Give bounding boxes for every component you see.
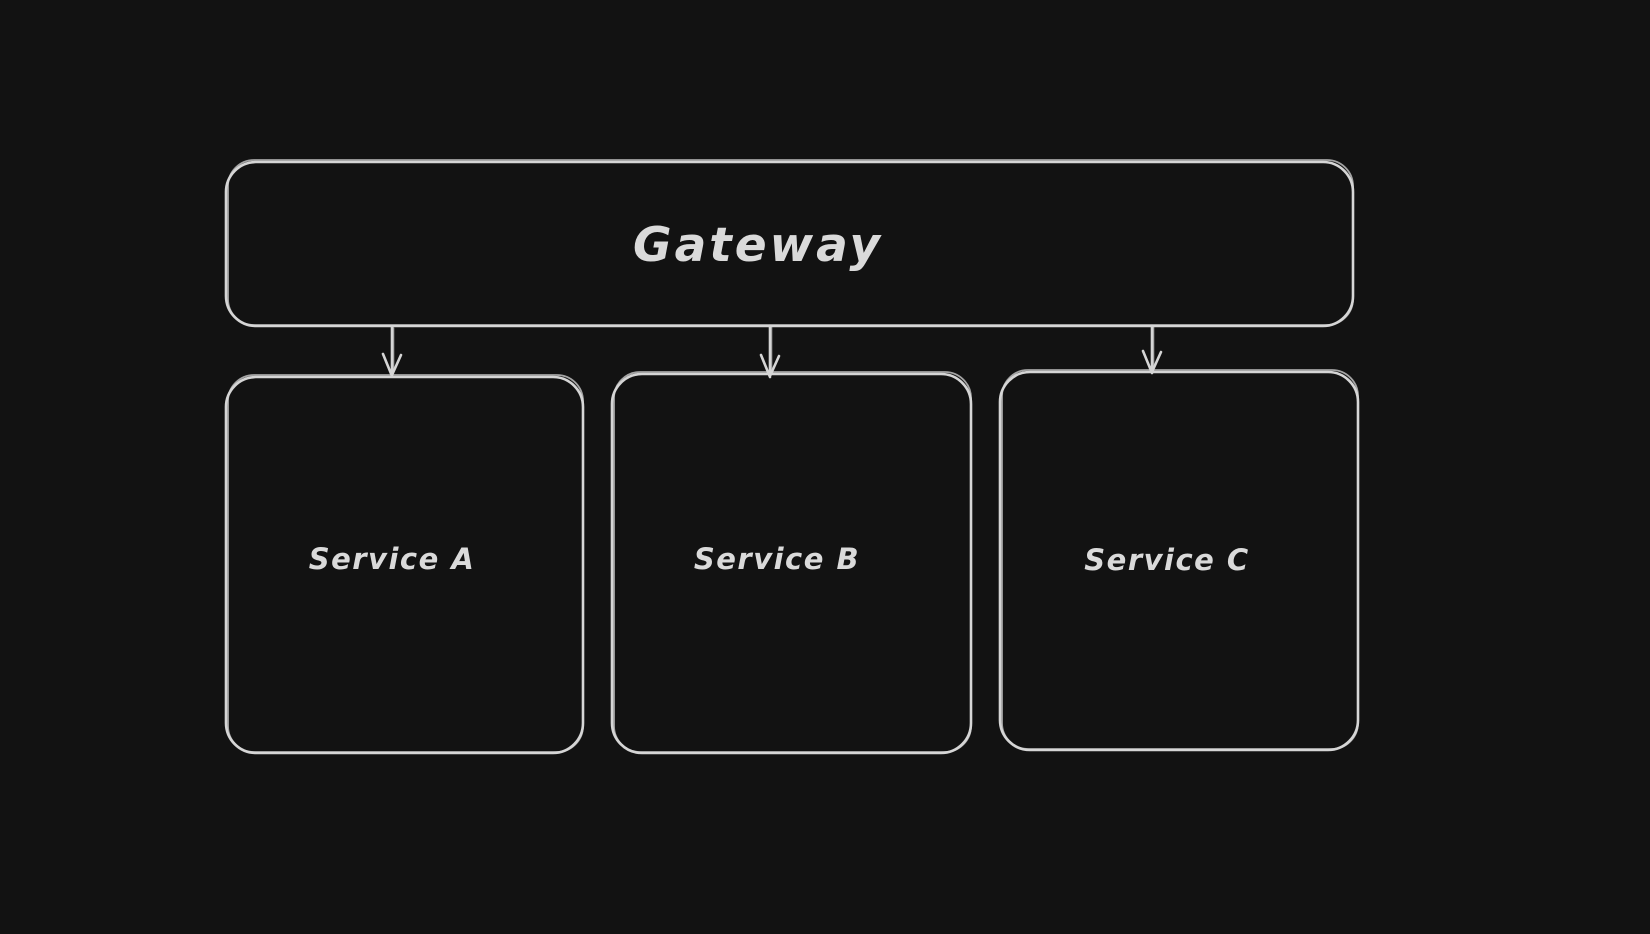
service-b-label: Service B: [694, 542, 860, 576]
arrow-down-icon: [759, 324, 781, 379]
gateway-label: Gateway: [633, 218, 883, 273]
service-a-label: Service A: [309, 542, 476, 576]
service-b-node[interactable]: Service B: [610, 371, 973, 755]
service-c-node[interactable]: Service C: [998, 369, 1360, 752]
service-a-node[interactable]: Service A: [224, 374, 585, 755]
service-c-box-sketch-echo: [1001, 369, 1359, 750]
gateway-node[interactable]: Gateway: [224, 159, 1355, 328]
arrow-down-icon: [381, 325, 403, 378]
gateway-box-sketch-echo: [227, 159, 1354, 326]
arrow-gateway-to-service-a[interactable]: [381, 325, 403, 378]
arrow-gateway-to-service-c[interactable]: [1141, 324, 1163, 375]
service-a-box-sketch-echo: [227, 374, 584, 753]
service-c-label: Service C: [1084, 543, 1249, 577]
arrow-gateway-to-service-b[interactable]: [759, 324, 781, 379]
service-b-box-sketch-echo: [613, 371, 972, 753]
arrow-down-icon: [1141, 324, 1163, 375]
